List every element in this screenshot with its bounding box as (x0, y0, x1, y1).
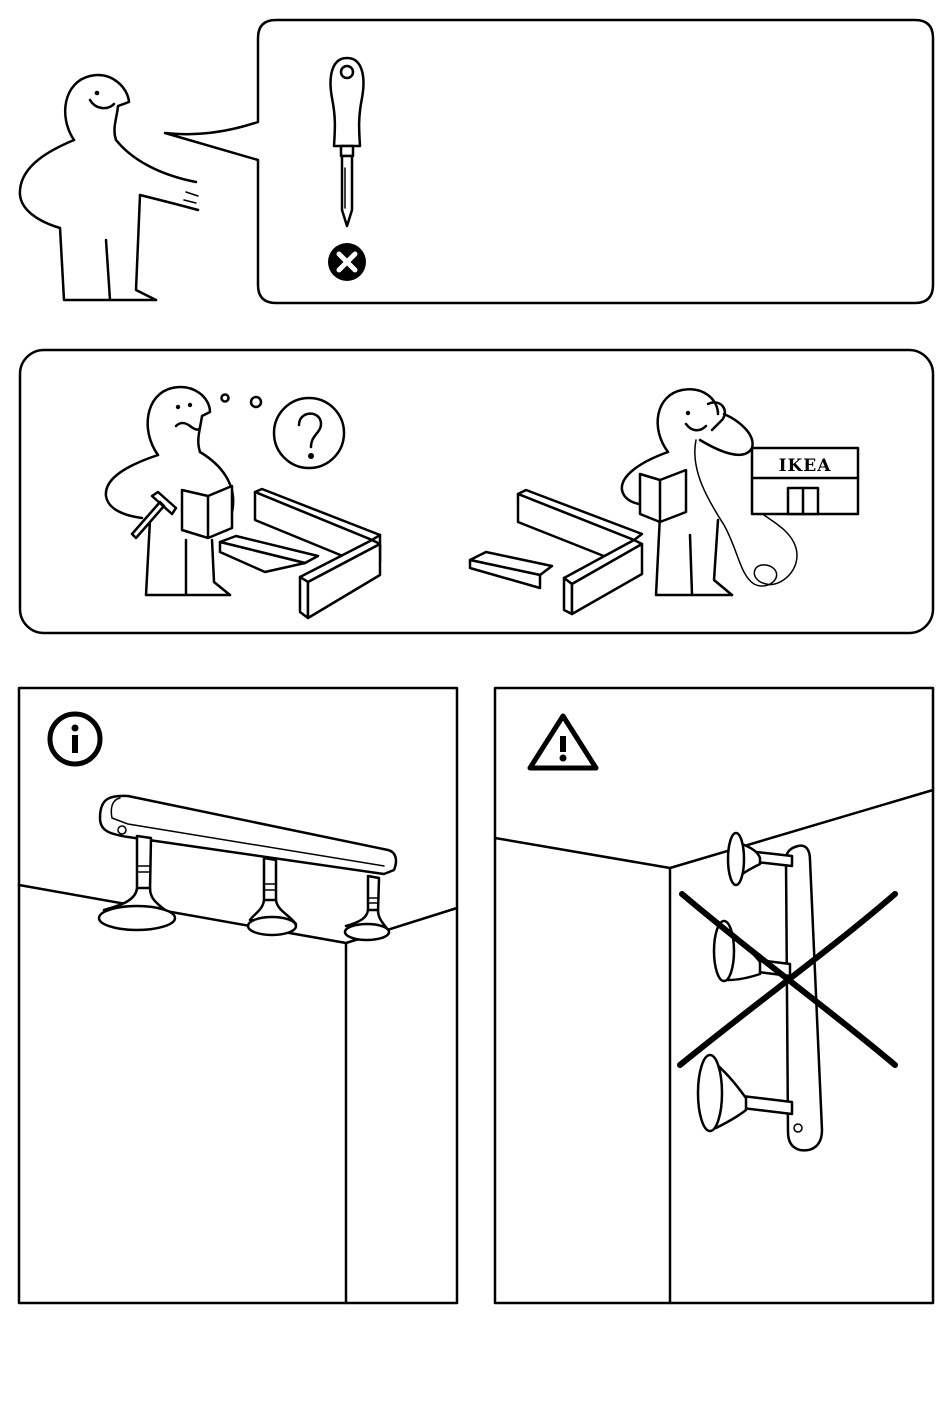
do-not-icon (328, 243, 366, 281)
store-icon: IKEA (752, 448, 858, 514)
info-frame (19, 688, 457, 1303)
furniture-parts-left (220, 489, 380, 618)
manual-book (182, 486, 232, 538)
manual-book-2 (640, 470, 686, 522)
warning-frame (495, 688, 933, 1303)
info-icon (50, 714, 100, 764)
warning-icon (530, 716, 596, 768)
screwdriver-icon (331, 58, 364, 226)
panel-warning (495, 688, 933, 1303)
panel-tools (20, 20, 933, 303)
question-bubble-icon (274, 398, 344, 468)
hammer (132, 492, 176, 538)
presenter-figure (20, 75, 198, 300)
wall-spot-3 (698, 1055, 792, 1131)
store-sign-text: IKEA (779, 456, 832, 476)
confused-figure (106, 387, 344, 595)
speech-bubble (165, 20, 933, 303)
spotlight-2 (248, 858, 296, 935)
spotlight-1 (99, 836, 175, 930)
spotlight-3 (345, 876, 389, 940)
panel-info (19, 688, 457, 1303)
ceiling-track-light (99, 796, 396, 940)
panel-support: IKEA (20, 350, 933, 633)
furniture-parts-right (470, 490, 642, 614)
